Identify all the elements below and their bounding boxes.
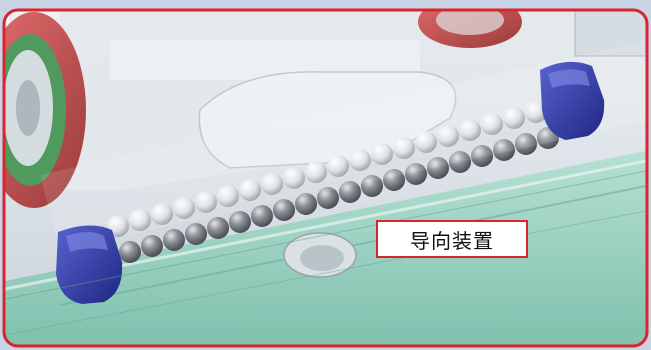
end-cap-right [540,61,605,140]
ball-row-upper [107,101,547,237]
ball-row-lower [119,127,559,263]
end-cap-left [56,225,123,304]
guide-device-label: 导向装置 [376,220,528,258]
red-frame [2,8,649,348]
